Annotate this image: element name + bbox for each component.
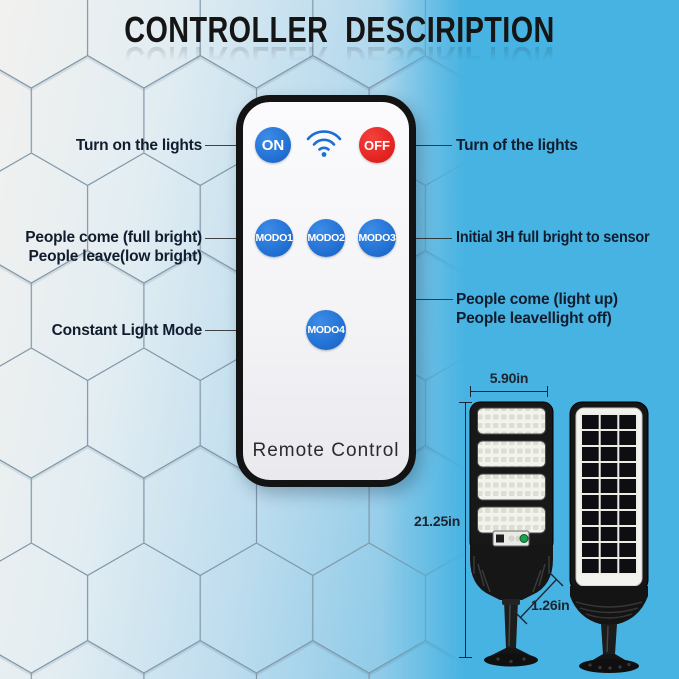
remote-modo3-button: MODO3	[358, 219, 396, 257]
page-title: CONTROLLER DESCIRIPTION	[124, 9, 555, 50]
height-dimension-label: 21.25in	[414, 513, 461, 529]
callout-modo2-line1: People come (light up)	[456, 291, 618, 308]
width-dimension-tick-right	[547, 386, 548, 397]
callout-modo1: People come (full bright) People leave(l…	[25, 228, 202, 266]
callout-line-modo3	[396, 238, 452, 239]
title-area: CONTROLLER DESCIRIPTION CONTROLLER DESCI…	[0, 9, 679, 81]
height-dimension-tick-top	[459, 402, 472, 403]
width-dimension-tick-left	[470, 386, 471, 397]
height-dimension-line	[465, 402, 466, 658]
remote-modo1-button: MODO1	[255, 219, 293, 257]
height-dimension-tick-bottom	[459, 657, 472, 658]
street-light-back-view	[569, 401, 649, 673]
callout-line-turn-off	[395, 145, 452, 146]
pole-dimension-label: 1.26in	[531, 597, 570, 613]
callout-turn-off: Turn of the lights	[456, 137, 578, 154]
width-dimension-label: 5.90in	[489, 370, 529, 386]
callout-modo4: Constant Light Mode	[51, 322, 203, 339]
width-dimension-line	[470, 391, 548, 392]
remote-brand-label: Remote Control	[252, 440, 400, 461]
callout-modo1-line1: People come (full bright)	[25, 229, 202, 246]
callout-modo2-line2: People leavellight off)	[456, 310, 612, 327]
remote-control: ON OFF MODO1 MODO2 MODO3 MODO4 Remote Co…	[236, 95, 416, 487]
street-light-front-view	[469, 401, 554, 667]
pole-dimension-line	[513, 572, 564, 625]
callout-modo1-line2: People leave(low bright)	[28, 248, 203, 265]
page-title-reflection: CONTROLLER DESCIRIPTION	[124, 39, 555, 80]
remote-modo2-button: MODO2	[307, 219, 345, 257]
remote-modo4-button: MODO4	[306, 310, 346, 350]
remote-on-button: ON	[255, 127, 291, 163]
wifi-signal-icon	[306, 130, 342, 157]
callout-turn-on: Turn on the lights	[75, 137, 202, 154]
remote-off-button: OFF	[359, 127, 395, 163]
callout-line-modo1	[205, 238, 256, 239]
callout-modo3: Initial 3H full bright to sensor	[456, 229, 650, 246]
callout-modo2: People come (light up) People leavelligh…	[456, 290, 618, 328]
callout-line-turn-on	[205, 145, 256, 146]
